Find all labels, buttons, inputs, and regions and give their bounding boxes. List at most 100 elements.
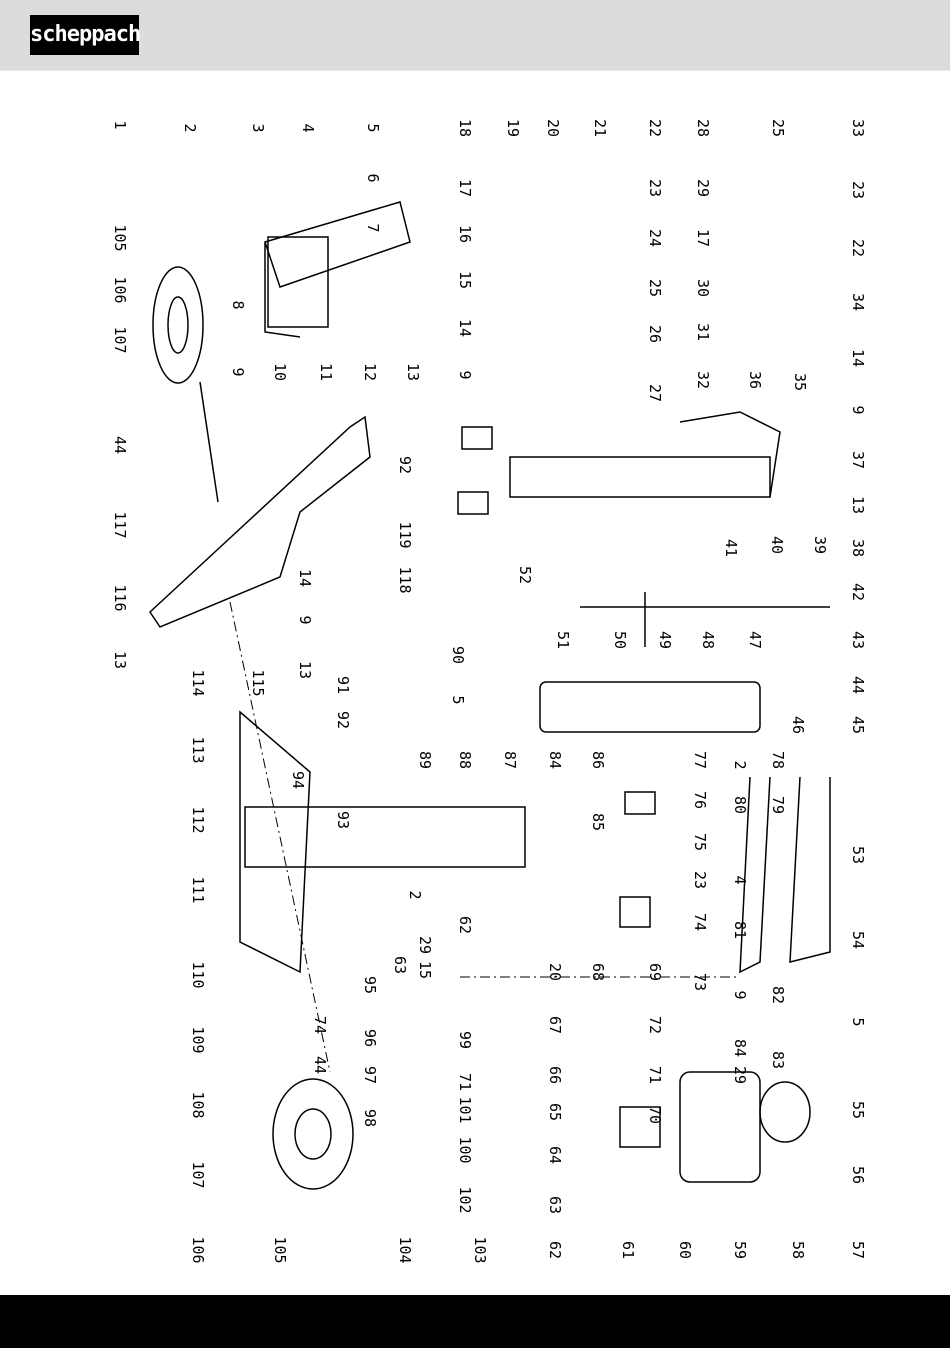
part-number-label: 84 bbox=[546, 750, 564, 770]
base-frame bbox=[267, 236, 329, 328]
part-number-label: 62 bbox=[546, 1240, 564, 1260]
part-number-label: 4 bbox=[731, 875, 749, 885]
part-number-label: 50 bbox=[611, 630, 629, 650]
part-number-label: 71 bbox=[456, 1072, 474, 1092]
part-number-label: 105 bbox=[271, 1236, 289, 1264]
wheel-top bbox=[152, 266, 204, 384]
part-number-label: 3 bbox=[249, 123, 267, 133]
part-number-label: 18 bbox=[456, 118, 474, 138]
brand-logo: scheppach bbox=[30, 15, 141, 55]
leader-line bbox=[229, 601, 331, 1073]
part-number-label: 103 bbox=[471, 1236, 489, 1264]
part-number-label: 97 bbox=[361, 1065, 379, 1085]
part-number-label: 99 bbox=[456, 1030, 474, 1050]
page-header: scheppach bbox=[0, 0, 950, 71]
part-number-label: 44 bbox=[311, 1055, 329, 1075]
part-number-label: 68 bbox=[589, 962, 607, 982]
part-number-label: 59 bbox=[731, 1240, 749, 1260]
part-number-label: 89 bbox=[416, 750, 434, 770]
part-number-label: 2 bbox=[406, 890, 424, 900]
part-number-label: 26 bbox=[646, 324, 664, 344]
part-number-label: 71 bbox=[646, 1065, 664, 1085]
part-number-label: 14 bbox=[456, 318, 474, 338]
part-number-label: 25 bbox=[646, 278, 664, 298]
part-number-label: 51 bbox=[554, 630, 572, 650]
part-number-label: 110 bbox=[189, 961, 207, 989]
part-number-label: 23 bbox=[849, 180, 867, 200]
part-number-label: 96 bbox=[361, 1028, 379, 1048]
part-number-label: 20 bbox=[544, 118, 562, 138]
part-number-label: 23 bbox=[691, 870, 709, 890]
part-number-label: 83 bbox=[769, 1050, 787, 1070]
wheel-bottom bbox=[272, 1078, 354, 1190]
part-number-label: 15 bbox=[456, 270, 474, 290]
part-number-label: 107 bbox=[189, 1161, 207, 1189]
part-number-label: 41 bbox=[722, 538, 740, 558]
part-number-label: 112 bbox=[189, 806, 207, 834]
part-number-label: 80 bbox=[731, 795, 749, 815]
parts-drawing bbox=[149, 201, 831, 1190]
part-number-label: 62 bbox=[456, 915, 474, 935]
axle bbox=[199, 381, 219, 503]
part-number-label: 5 bbox=[849, 1017, 867, 1027]
part-number-label: 17 bbox=[694, 228, 712, 248]
part-number-label: 101 bbox=[456, 1096, 474, 1124]
plate bbox=[619, 896, 651, 928]
part-number-label: 114 bbox=[189, 669, 207, 697]
part-number-label: 47 bbox=[746, 630, 764, 650]
part-number-label: 73 bbox=[691, 972, 709, 992]
part-number-label: 2 bbox=[181, 123, 199, 133]
part-number-label: 32 bbox=[694, 370, 712, 390]
part-number-label: 23 bbox=[646, 178, 664, 198]
part-number-label: 57 bbox=[849, 1240, 867, 1260]
part-number-label: 113 bbox=[189, 736, 207, 764]
part-number-label: 72 bbox=[646, 1015, 664, 1035]
part-number-label: 55 bbox=[849, 1100, 867, 1120]
plate bbox=[461, 426, 493, 450]
part-number-label: 25 bbox=[769, 118, 787, 138]
leg-right bbox=[789, 776, 831, 963]
base-plate bbox=[264, 201, 411, 338]
part-number-label: 9 bbox=[731, 990, 749, 1000]
part-number-label: 105 bbox=[111, 224, 129, 252]
part-number-label: 1 bbox=[111, 120, 129, 130]
part-number-label: 13 bbox=[296, 660, 314, 680]
part-number-label: 95 bbox=[361, 975, 379, 995]
part-number-label: 48 bbox=[699, 630, 717, 650]
part-number-label: 44 bbox=[111, 435, 129, 455]
part-number-label: 115 bbox=[249, 669, 267, 697]
part-number-label: 35 bbox=[791, 372, 809, 392]
part-number-label: 108 bbox=[189, 1091, 207, 1119]
part-number-label: 87 bbox=[501, 750, 519, 770]
part-number-label: 106 bbox=[189, 1236, 207, 1264]
part-number-label: 21 bbox=[591, 118, 609, 138]
main-column bbox=[509, 456, 771, 498]
part-number-label: 102 bbox=[456, 1186, 474, 1214]
part-number-label: 118 bbox=[396, 566, 414, 594]
part-number-label: 14 bbox=[849, 348, 867, 368]
part-number-label: 14 bbox=[296, 568, 314, 588]
part-number-label: 74 bbox=[311, 1015, 329, 1035]
part-number-label: 44 bbox=[849, 675, 867, 695]
part-number-label: 79 bbox=[769, 795, 787, 815]
part-number-label: 100 bbox=[456, 1136, 474, 1164]
wheel-top-hub bbox=[167, 296, 189, 354]
part-number-label: 65 bbox=[546, 1102, 564, 1122]
part-number-label: 22 bbox=[849, 238, 867, 258]
part-number-label: 34 bbox=[849, 292, 867, 312]
part-number-label: 67 bbox=[546, 1015, 564, 1035]
part-number-label: 11 bbox=[317, 362, 335, 382]
part-number-label: 78 bbox=[769, 750, 787, 770]
part-number-label: 22 bbox=[646, 118, 664, 138]
page-footer bbox=[0, 1295, 950, 1348]
part-number-label: 116 bbox=[111, 584, 129, 612]
motor-switch bbox=[759, 1081, 811, 1143]
part-number-label: 46 bbox=[789, 715, 807, 735]
part-number-label: 29 bbox=[731, 1065, 749, 1085]
plate bbox=[457, 491, 489, 515]
part-number-label: 94 bbox=[289, 770, 307, 790]
part-number-label: 13 bbox=[111, 650, 129, 670]
part-number-label: 9 bbox=[229, 367, 247, 377]
part-number-label: 9 bbox=[296, 615, 314, 625]
